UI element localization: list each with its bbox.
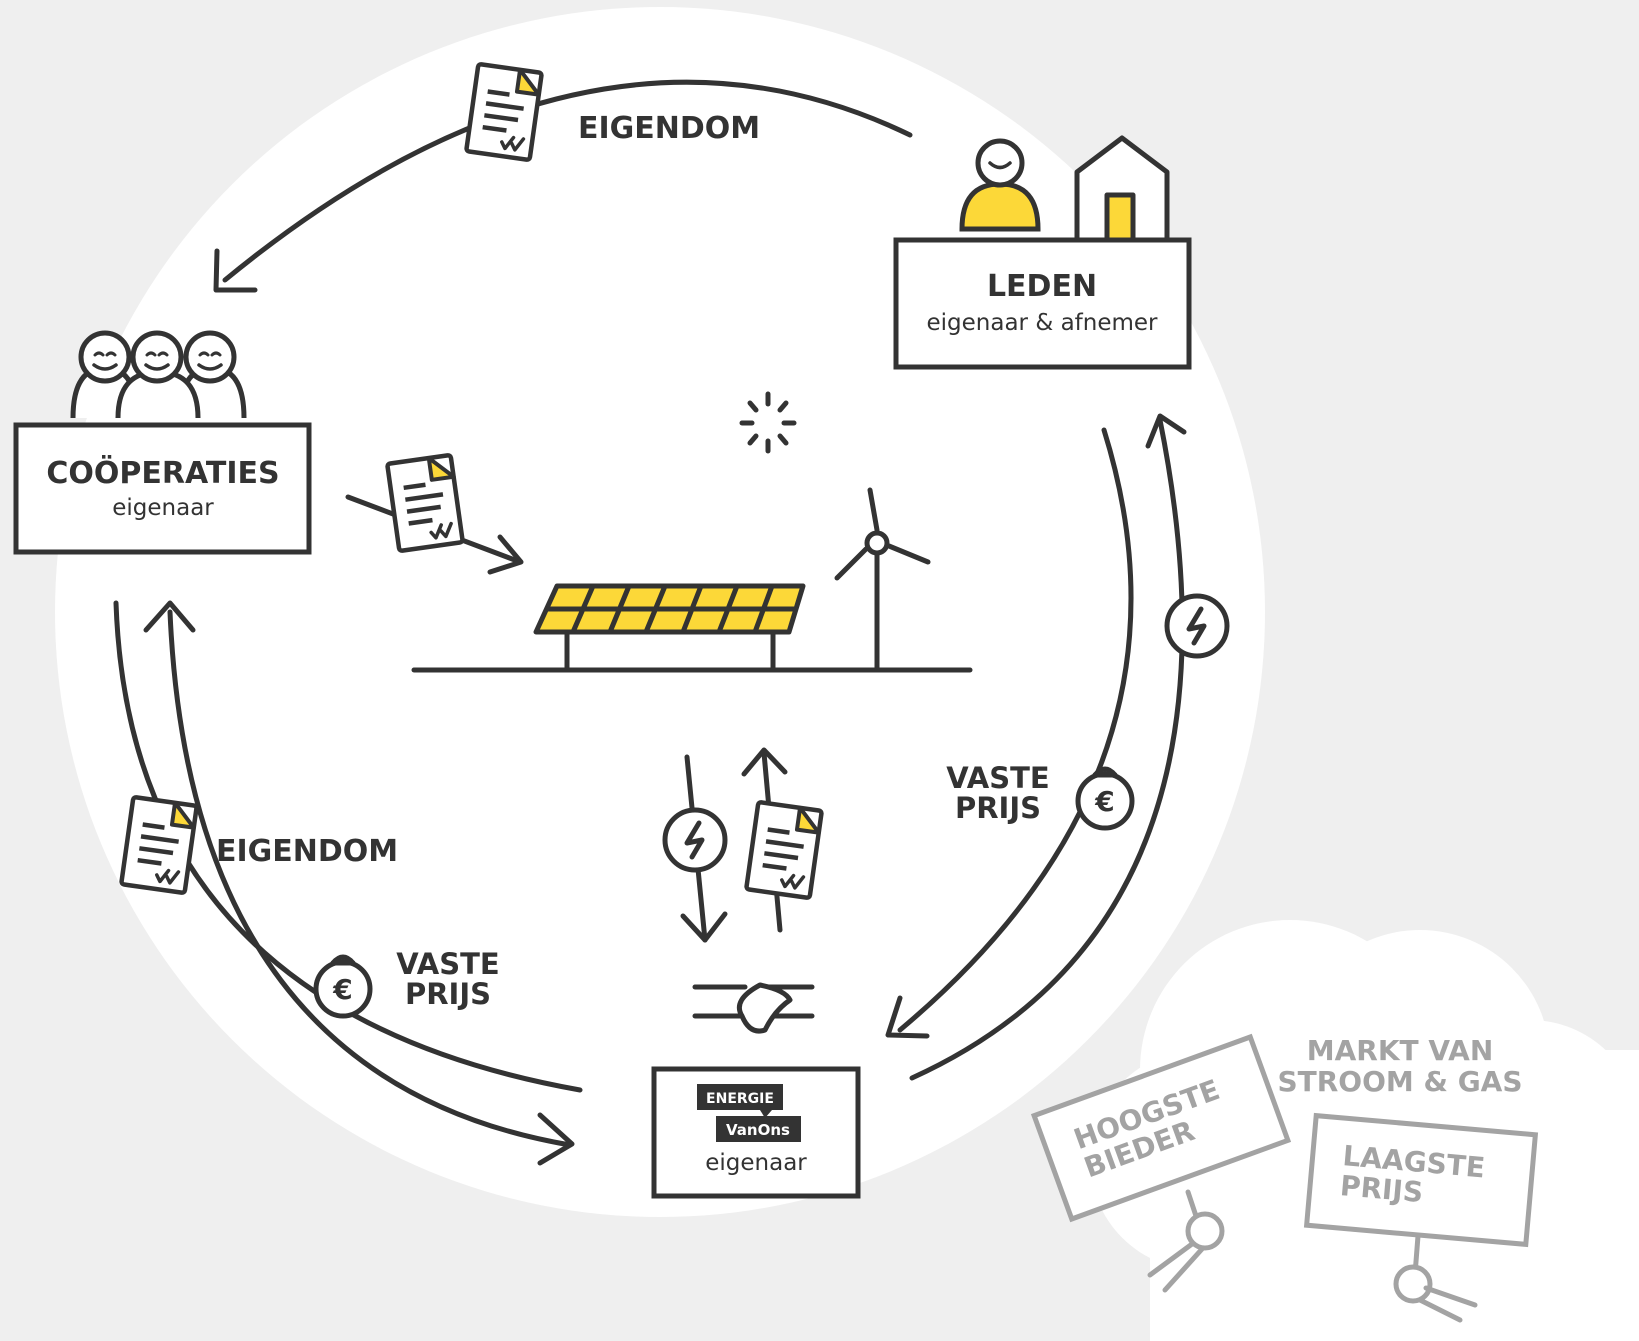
arc-to-energie bbox=[167, 609, 573, 1148]
handshake-icon bbox=[692, 982, 815, 1034]
vaste-prijs-left-line1: VASTE bbox=[396, 947, 499, 981]
document-check-icon bbox=[746, 802, 822, 898]
energie-vanons-logo: ENERGIE VanOns bbox=[697, 1084, 801, 1142]
solar-panel-icon bbox=[533, 583, 806, 670]
vaste-prijs-left-label: VASTE PRIJS bbox=[396, 947, 499, 1011]
arc-cooperaties-down bbox=[113, 600, 583, 1093]
market-title-line1: MARKT VAN bbox=[1307, 1034, 1494, 1067]
vaste-prijs-right-line2: PRIJS bbox=[955, 791, 1041, 825]
arc-energie-up bbox=[909, 417, 1185, 1081]
person-icon bbox=[959, 138, 1041, 232]
logo-energie-text: ENERGIE bbox=[706, 1091, 774, 1107]
arrowhead-down-center bbox=[680, 911, 728, 943]
wind-turbine-icon bbox=[834, 487, 931, 673]
leden-subtitle: eigenaar & afnemer bbox=[927, 310, 1159, 336]
lightning-circle-icon bbox=[1167, 596, 1227, 656]
sign-hoogste-bieder: HOOGSTE BIEDER bbox=[1030, 1033, 1292, 1223]
lightning-circle-icon bbox=[665, 810, 725, 870]
arrowhead-right-up bbox=[1145, 413, 1187, 449]
house-icon bbox=[1074, 135, 1170, 243]
energie-vanons-subtitle: eigenaar bbox=[705, 1150, 807, 1176]
leden-title: LEDEN bbox=[987, 269, 1097, 304]
vaste-prijs-right-label: VASTE PRIJS bbox=[946, 761, 1049, 825]
arrowhead-up-center bbox=[741, 747, 788, 777]
vaste-prijs-left-line2: PRIJS bbox=[405, 977, 491, 1011]
arrowhead-left-up bbox=[143, 600, 196, 633]
vaste-prijs-right-line1: VASTE bbox=[946, 761, 1049, 795]
sun-icon bbox=[739, 391, 797, 454]
market-title-line2: STROOM & GAS bbox=[1277, 1065, 1522, 1098]
document-check-icon bbox=[466, 64, 542, 160]
arrowhead-right-down bbox=[885, 995, 930, 1039]
eigendom-top-label: EIGENDOM bbox=[578, 111, 760, 146]
market-title: MARKT VAN STROOM & GAS bbox=[1277, 1034, 1522, 1098]
sign-laagste-prijs: LAAGSTE PRIJS bbox=[1303, 1112, 1539, 1248]
document-check-icon bbox=[387, 455, 463, 551]
people-icon bbox=[70, 333, 247, 419]
cooperaties-title: COÖPERATIES bbox=[46, 454, 279, 491]
sign-hoogste-stick bbox=[1147, 1189, 1225, 1293]
cooperaties-box bbox=[13, 422, 312, 555]
sign-laagste-line2: PRIJS bbox=[1339, 1169, 1425, 1209]
document-check-icon bbox=[121, 797, 197, 893]
leden-node: LEDEN eigenaar & afnemer bbox=[893, 135, 1192, 370]
leden-box bbox=[893, 237, 1192, 370]
arrowhead-coop-to-solar bbox=[487, 534, 524, 575]
sign-laagste-stick bbox=[1393, 1233, 1478, 1323]
arrowhead-top bbox=[213, 248, 258, 293]
arc-leden-to-cooperaties bbox=[222, 79, 913, 283]
eigendom-left-label: EIGENDOM bbox=[216, 834, 398, 869]
arrowhead-bottom-left bbox=[537, 1112, 575, 1166]
arc-leden-down bbox=[897, 427, 1134, 1033]
cooperaties-subtitle: eigenaar bbox=[112, 495, 214, 521]
energie-vanons-node: ENERGIE VanOns eigenaar bbox=[651, 1066, 861, 1199]
logo-vanons-text: VanOns bbox=[726, 1121, 790, 1139]
cooperaties-node: COÖPERATIES eigenaar bbox=[13, 333, 312, 555]
